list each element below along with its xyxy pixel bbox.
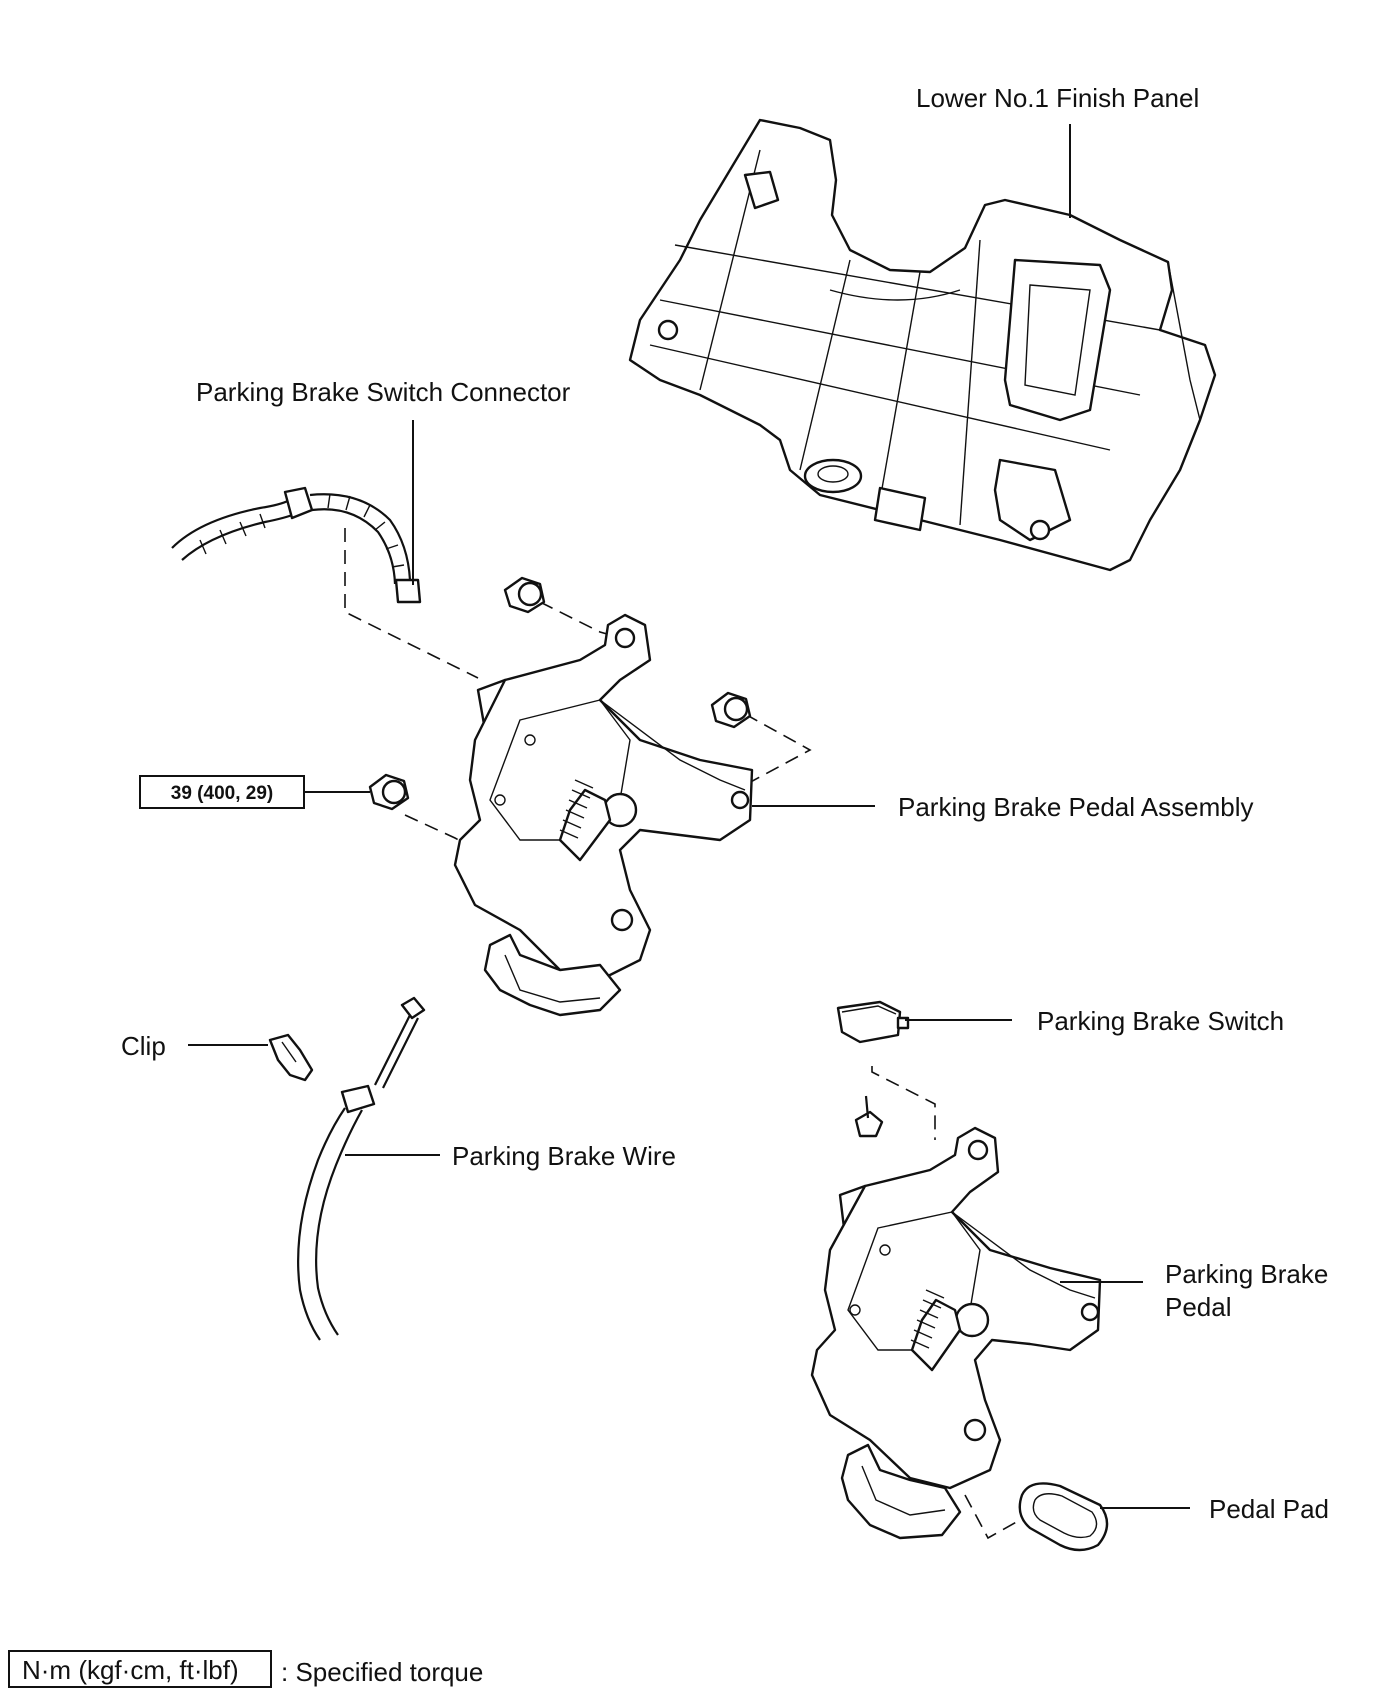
label-clip: Clip: [121, 1031, 166, 1061]
leader-lines: [188, 124, 1190, 1509]
nut-right: [710, 691, 752, 729]
nut-left-torque: [368, 773, 410, 811]
legend-unit-box: [8, 1650, 272, 1688]
label-pedal-assembly: Parking Brake Pedal Assembly: [898, 792, 1254, 822]
pedal-assembly-drawing: [453, 613, 754, 1017]
torque-spec-value: 39 (400, 29): [171, 783, 273, 804]
torque-spec-box: [139, 775, 305, 809]
label-pedal-pad: Pedal Pad: [1209, 1494, 1329, 1524]
legend-description: : Specified torque: [281, 1657, 483, 1687]
label-brake-switch: Parking Brake Switch: [1037, 1006, 1284, 1036]
clip-drawing: [268, 1033, 314, 1082]
brake-pedal-detail-drawing: [810, 1126, 1102, 1540]
brake-wire-drawing: [297, 996, 426, 1341]
label-switch-connector: Parking Brake Switch Connector: [196, 377, 571, 407]
nut-top: [503, 576, 546, 614]
pedal-pad-drawing: [1018, 1482, 1109, 1552]
lower-finish-panel-drawing: [628, 118, 1217, 572]
label-brake-pedal-line1: Parking Brake: [1165, 1259, 1328, 1289]
brake-switch-drawing: [836, 1000, 910, 1138]
label-lower-finish-panel: Lower No.1 Finish Panel: [916, 83, 1199, 113]
legend-unit: N·m (kgf·cm, ft·lbf): [22, 1655, 239, 1685]
switch-connector-harness-drawing: [171, 486, 422, 604]
label-brake-pedal-line2: Pedal: [1165, 1292, 1232, 1322]
label-brake-wire: Parking Brake Wire: [452, 1141, 676, 1171]
